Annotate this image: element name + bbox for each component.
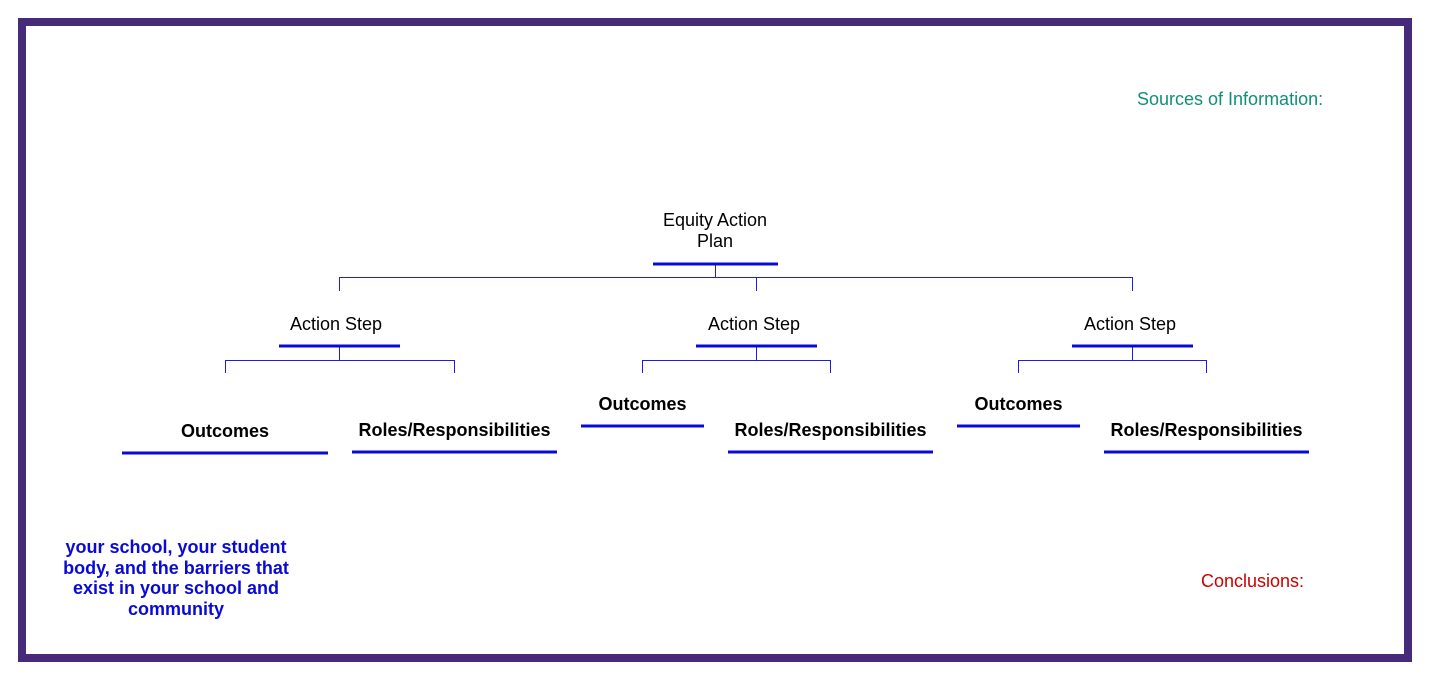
root-node-label[interactable]: Equity Action Plan	[640, 210, 790, 252]
roles-responsibilities-1[interactable]: Roles/Responsibilities	[358, 420, 551, 440]
conclusions-label: Conclusions:	[1201, 571, 1305, 591]
diagram-frame	[18, 18, 1412, 662]
action-step-1[interactable]: Action Step	[289, 314, 383, 334]
outcomes-2[interactable]: Outcomes	[598, 394, 687, 414]
note-line-1: your school, your student	[65, 537, 287, 557]
note-line-2: body, and the barriers that	[63, 557, 289, 578]
root-node-line1: Equity Action	[662, 210, 768, 230]
roles-responsibilities-3[interactable]: Roles/Responsibilities	[1110, 420, 1303, 440]
outcomes-1[interactable]: Outcomes	[180, 421, 270, 441]
note-line-3: exist in your school and	[72, 578, 280, 598]
sources-of-information-label: Sources of Information:	[1137, 89, 1324, 109]
action-step-2[interactable]: Action Step	[707, 314, 801, 334]
outcomes-3[interactable]: Outcomes	[974, 394, 1063, 414]
school-context-note: your school, your student body, and the …	[48, 537, 304, 619]
root-node-line2: Plan	[696, 231, 734, 251]
action-step-3[interactable]: Action Step	[1083, 314, 1177, 334]
roles-responsibilities-2[interactable]: Roles/Responsibilities	[734, 420, 927, 440]
note-line-4: community	[127, 598, 224, 619]
